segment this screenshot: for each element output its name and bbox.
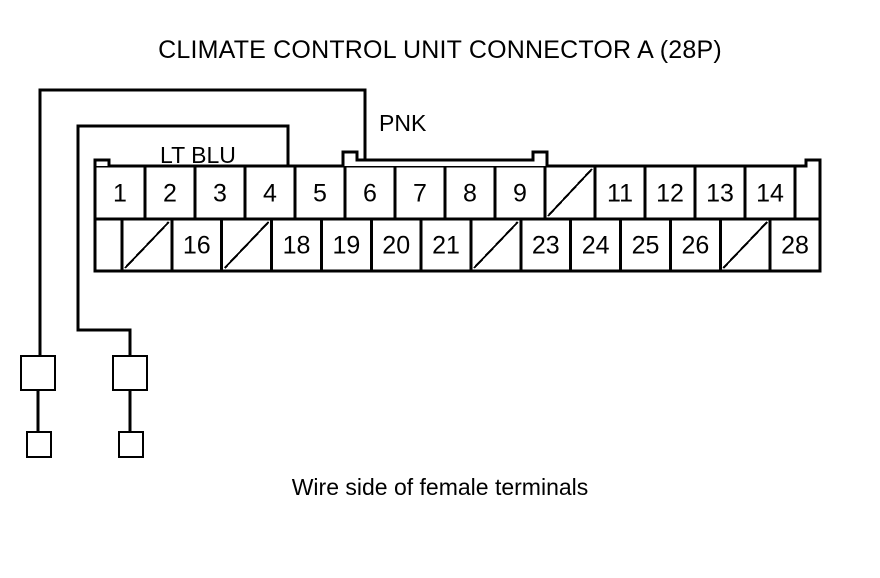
pin-number-5[interactable]: 5: [313, 179, 327, 207]
pin-number-18[interactable]: 18: [282, 231, 311, 260]
leader-line-lt-blu: [76, 124, 290, 355]
unused-pin-slash: [473, 221, 519, 269]
pin-number-19[interactable]: 19: [332, 231, 361, 260]
pin-number-26[interactable]: 26: [681, 231, 710, 260]
wire-label-pnk: PNK: [379, 110, 427, 136]
pin-number-2[interactable]: 2: [163, 179, 177, 207]
pin-number-21[interactable]: 21: [432, 231, 460, 260]
figure-caption: Wire side of female terminals: [291, 474, 589, 500]
pin-number-13[interactable]: 13: [706, 179, 734, 207]
pin-number-23[interactable]: 23: [531, 231, 560, 260]
pin-number-11[interactable]: 11: [607, 179, 633, 207]
leader-line-pnk: [38, 88, 367, 355]
page-title: CLIMATE CONTROL UNIT CONNECTOR A (28P): [158, 36, 722, 64]
pin-number-1[interactable]: 1: [113, 179, 127, 207]
wire-label-lt-blu: LT BLU: [160, 142, 236, 168]
pin-number-16[interactable]: 16: [182, 231, 211, 260]
unused-pin-slash: [223, 221, 270, 269]
pin-number-25[interactable]: 25: [631, 231, 660, 260]
pin-number-3[interactable]: 3: [213, 179, 227, 207]
pin-number-9[interactable]: 9: [513, 179, 527, 207]
pin-number-24[interactable]: 24: [581, 231, 610, 260]
connector-locking-tab: [341, 150, 549, 166]
terminal-pnk: [20, 355, 56, 458]
unused-pin-slash: [722, 221, 768, 269]
pin-number-28[interactable]: 28: [781, 231, 809, 260]
terminal-lt-blu: [112, 355, 148, 458]
pin-number-4[interactable]: 4: [263, 179, 277, 207]
connector-housing: [93, 158, 822, 273]
unused-pin-slash: [124, 221, 170, 269]
pin-number-20[interactable]: 20: [382, 231, 411, 260]
unused-pin-slash: [547, 168, 593, 217]
pin-cells-layer: [120, 166, 822, 271]
pin-number-14[interactable]: 14: [756, 179, 784, 207]
pin-number-8[interactable]: 8: [463, 179, 477, 207]
pin-number-7[interactable]: 7: [413, 179, 427, 207]
pin-number-6[interactable]: 6: [363, 179, 377, 207]
pin-number-12[interactable]: 12: [656, 179, 684, 207]
